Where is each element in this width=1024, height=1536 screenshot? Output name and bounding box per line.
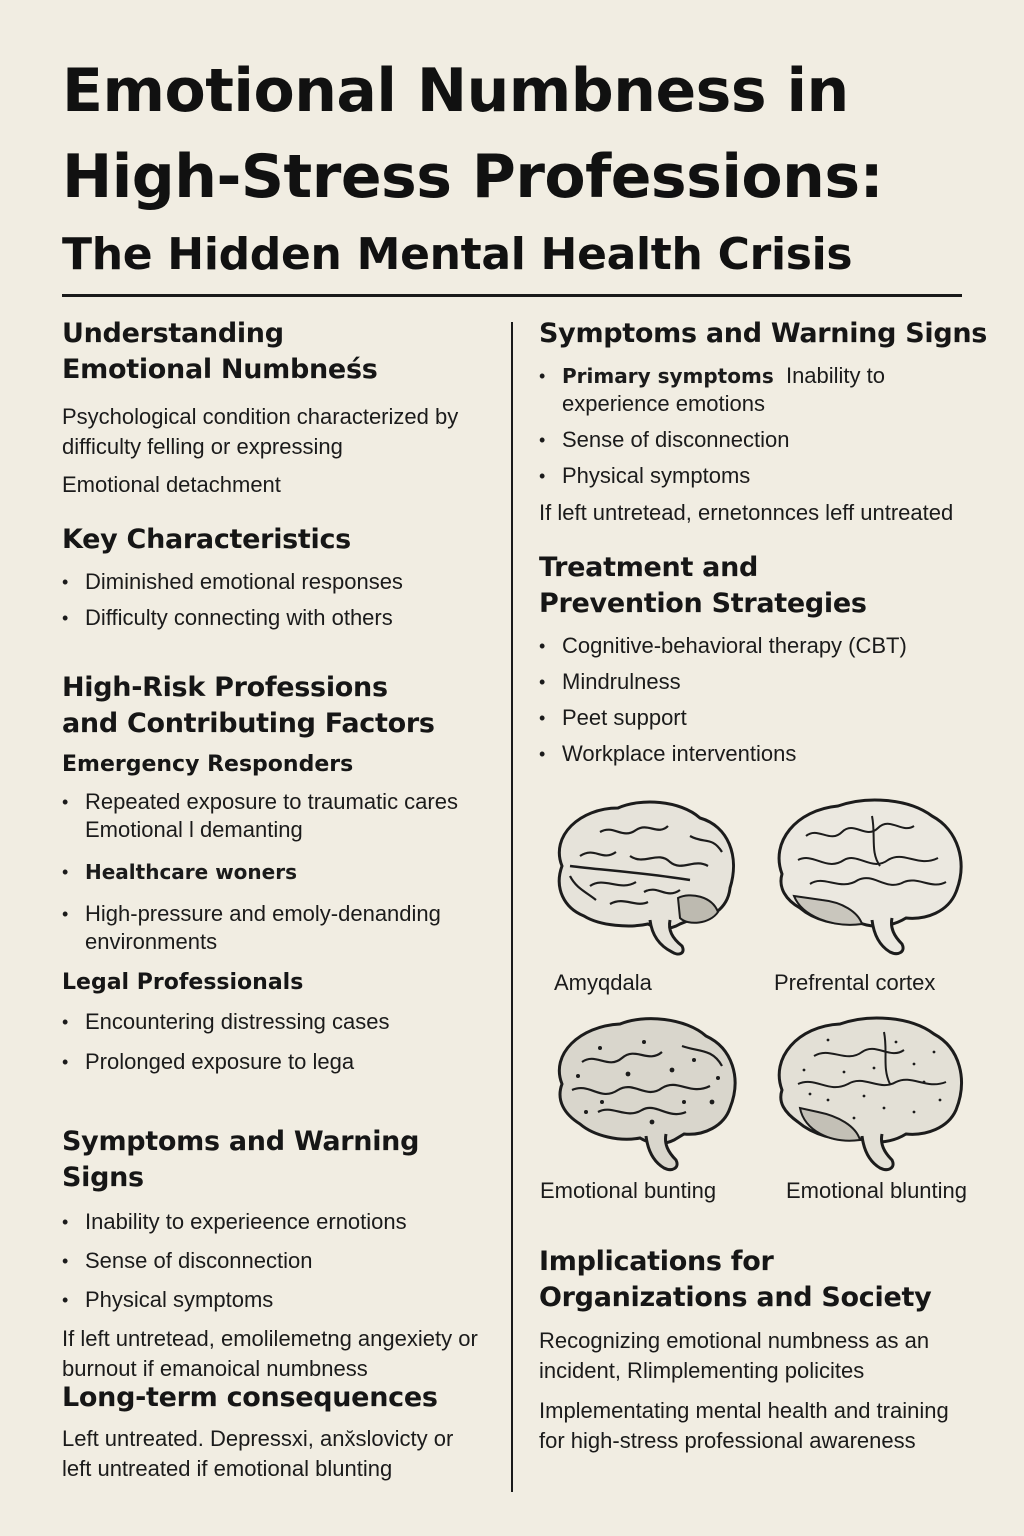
list-item-primary: Primary symptoms Inability to experience…: [539, 362, 989, 418]
section-symptoms-left: Symptoms and Warning Signs Inability to …: [62, 1124, 502, 1384]
healthcare-label: Healthcare woners: [85, 860, 297, 884]
brain-illustration-1: [540, 796, 740, 961]
symptoms-left-heading: Symptoms and Warning Signs: [62, 1126, 420, 1193]
understanding-heading: Understanding Emotional Numbneśs: [62, 318, 378, 385]
emergency-list: Repeated exposure to traumatic cares Emo…: [62, 788, 502, 844]
section-high-risk: High-Risk Professions and Contributing F…: [62, 670, 502, 1076]
symptoms-right-heading: Symptoms and Warning Signs: [539, 318, 988, 349]
understanding-note: Emotional detachment: [62, 472, 281, 497]
brain-icon: [777, 1016, 963, 1172]
list-item: Physical symptoms: [539, 462, 989, 490]
high-risk-heading: High-Risk Professions and Contributing F…: [62, 672, 435, 739]
brain-caption-1: Amyqdala: [554, 970, 652, 995]
brain-illustration-2: [762, 796, 967, 961]
primary-symptoms-label: Primary symptoms: [562, 364, 774, 388]
list-item: Physical symptoms: [62, 1286, 502, 1314]
section-understanding: Understanding Emotional Numbneśs Psychol…: [62, 316, 502, 500]
list-item: Difficulty connecting with others: [62, 604, 502, 632]
list-item: Workplace interventions: [539, 740, 989, 768]
treatment-heading: Treatment and Prevention Strategies: [539, 552, 867, 619]
implications-paragraph-2: Implementating mental health and trainin…: [539, 1398, 949, 1453]
column-divider: [511, 322, 513, 1492]
primary-symptoms-text: Inability to experience emotions: [562, 363, 886, 416]
list-item-healthcare: Healthcare woners: [62, 858, 502, 886]
brain-illustration-3: [542, 1012, 742, 1177]
symptoms-left-note: If left untretead, emolilemetng angexiet…: [62, 1326, 478, 1381]
brain-icon: [777, 798, 963, 956]
brain-icon: [557, 800, 735, 956]
list-item: Cognitive-behavioral therapy (CBT): [539, 632, 989, 660]
title-line-3: The Hidden Mental Health Crisis: [62, 229, 853, 280]
long-term-heading: Long-term consequences: [62, 1382, 438, 1413]
brain-caption-3: Emotional bunting: [540, 1178, 717, 1203]
emergency-subheading: Emergency Responders: [62, 752, 354, 777]
symptoms-right-note: If left untretead, ernetonnces leff untr…: [539, 500, 954, 525]
implications-heading: Implications for Organizations and Socie…: [539, 1246, 932, 1313]
title-line-2: High-Stress Professions:: [62, 142, 884, 212]
section-treatment: Treatment and Prevention Strategies Cogn…: [539, 550, 989, 768]
section-symptoms-right: Symptoms and Warning Signs Primary sympt…: [539, 316, 989, 528]
list-item: Peet support: [539, 704, 989, 732]
brain-illustration-4: [764, 1012, 969, 1177]
page-title: Emotional Numbness in High-Stress Profes…: [62, 48, 982, 290]
list-item: Encountering distressing cases: [62, 1008, 502, 1036]
brain-caption-4: Emotional blunting: [786, 1178, 968, 1203]
symptoms-right-list: Primary symptoms Inability to experience…: [539, 362, 989, 490]
list-item: Inability to experieence ernotions: [62, 1208, 502, 1236]
key-characteristics-list: Diminished emotional responses Difficult…: [62, 568, 502, 632]
section-long-term: Long-term consequences Left untreated. D…: [62, 1380, 502, 1484]
implications-paragraph-1: Recognizing emotional numbness as an inc…: [539, 1328, 930, 1383]
symptoms-left-list: Inability to experieence ernotions Sense…: [62, 1208, 502, 1314]
list-item: Repeated exposure to traumatic cares Emo…: [62, 788, 502, 844]
understanding-definition: Psychological condition characterized by…: [62, 404, 459, 459]
healthcare-list: Healthcare woners High-pressure and emol…: [62, 858, 502, 956]
title-divider: [62, 294, 962, 297]
list-item: Sense of disconnection: [539, 426, 989, 454]
legal-subheading: Legal Professionals: [62, 970, 304, 995]
section-key-characteristics: Key Characteristics Diminished emotional…: [62, 522, 502, 632]
list-item: Sense of disconnection: [62, 1247, 502, 1275]
list-item: Diminished emotional responses: [62, 568, 502, 596]
list-item: Mindrulness: [539, 668, 989, 696]
brain-caption-2: Prefrental cortex: [774, 970, 936, 995]
list-item: High-pressure and emoly-denanding enviro…: [62, 900, 502, 956]
key-characteristics-heading: Key Characteristics: [62, 524, 351, 555]
long-term-text: Left untreated. Depressxi, anx̆slovicty …: [62, 1426, 454, 1481]
brain-icon: [557, 1017, 737, 1172]
legal-list: Encountering distressing cases Prolonged…: [62, 1008, 502, 1076]
list-item: Prolonged exposure to lega: [62, 1048, 502, 1076]
section-implications: Implications for Organizations and Socie…: [539, 1244, 989, 1456]
treatment-list: Cognitive-behavioral therapy (CBT) Mindr…: [539, 632, 989, 768]
title-line-1: Emotional Numbness in: [62, 56, 849, 126]
